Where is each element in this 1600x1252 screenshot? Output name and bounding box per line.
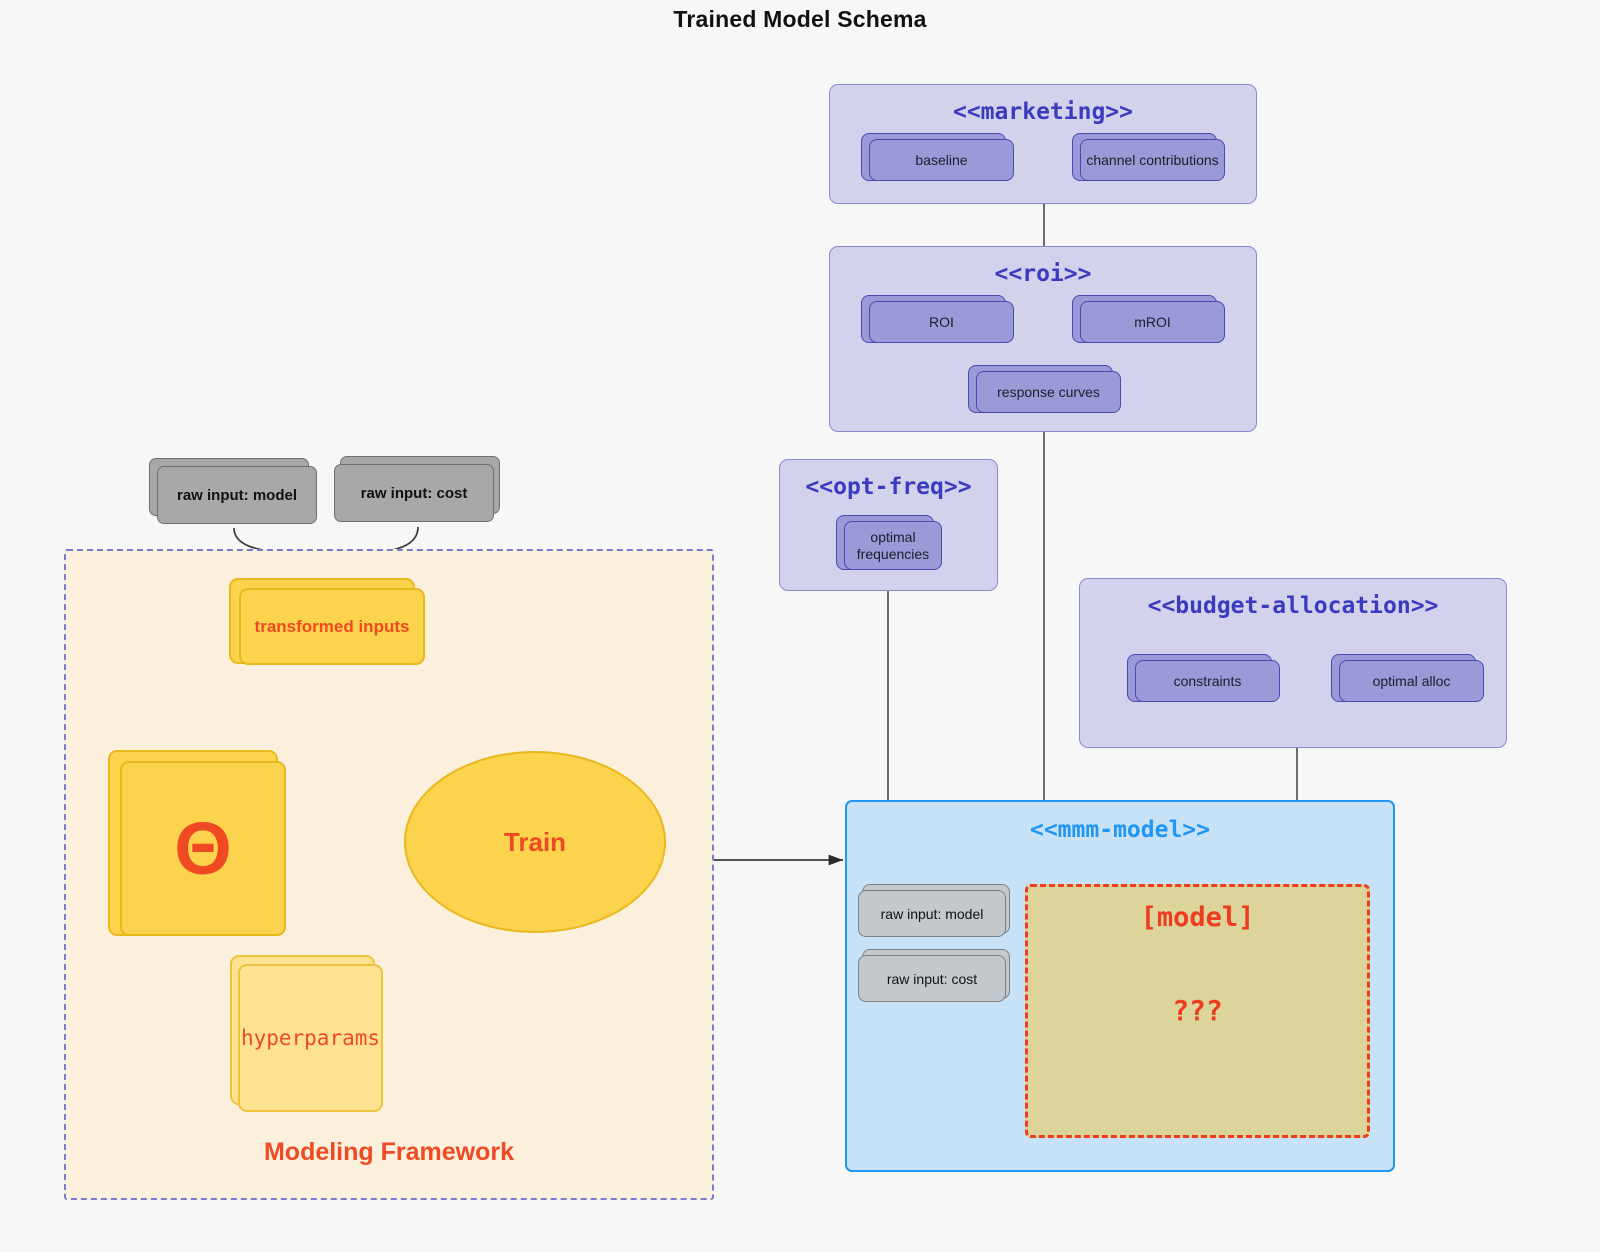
card-roi-label: ROI	[929, 313, 954, 330]
card-channel-contributions-label: channel contributions	[1086, 151, 1219, 168]
package-mmm-model-title: <<mmm-model>>	[1029, 817, 1210, 843]
card-roi[interactable]: ROI	[869, 301, 1014, 343]
package-roi-title: <<roi>>	[994, 261, 1092, 287]
package-opt-freq-title: <<opt-freq>>	[805, 474, 972, 500]
card-constraints-label: constraints	[1173, 672, 1242, 689]
card-mroi-label: mROI	[1134, 313, 1171, 330]
theta-symbol: Θ	[174, 806, 232, 890]
card-optimal-frequencies[interactable]: optimal frequencies	[844, 521, 942, 570]
hyperparams-card[interactable]: hyperparams	[238, 964, 383, 1112]
card-mroi[interactable]: mROI	[1080, 301, 1225, 343]
raw-input-model-label: raw input: model	[177, 486, 297, 504]
card-optimal-alloc[interactable]: optimal alloc	[1339, 660, 1484, 702]
train-ellipse[interactable]: Train	[404, 751, 666, 933]
mmm-raw-input-model-label: raw input: model	[880, 905, 984, 922]
card-optimal-frequencies-label: optimal frequencies	[856, 529, 930, 562]
raw-input-cost-card[interactable]: raw input: cost	[334, 464, 494, 522]
raw-input-model-card[interactable]: raw input: model	[157, 466, 317, 524]
theta-card[interactable]: Θ	[120, 761, 286, 936]
raw-input-cost-label: raw input: cost	[360, 484, 468, 502]
model-placeholder-box[interactable]: [model] ???	[1025, 884, 1370, 1138]
card-response-curves-label: response curves	[997, 383, 1100, 400]
package-marketing-title: <<marketing>>	[952, 99, 1133, 125]
model-unknown-label: ???	[1172, 994, 1223, 1027]
model-placeholder-label: [model]	[1140, 902, 1255, 933]
card-baseline-label: baseline	[915, 151, 968, 168]
mmm-raw-input-cost-card[interactable]: raw input: cost	[858, 955, 1006, 1002]
card-constraints[interactable]: constraints	[1135, 660, 1280, 702]
card-baseline[interactable]: baseline	[869, 139, 1014, 181]
hyperparams-label: hyperparams	[240, 1026, 381, 1050]
card-optimal-alloc-label: optimal alloc	[1372, 672, 1451, 689]
mmm-raw-input-cost-label: raw input: cost	[886, 970, 978, 987]
modeling-framework-label: Modeling Framework	[263, 1138, 515, 1166]
transformed-inputs-label: transformed inputs	[254, 616, 410, 636]
train-label: Train	[503, 826, 567, 857]
card-response-curves[interactable]: response curves	[976, 371, 1121, 413]
transformed-inputs-card[interactable]: transformed inputs	[239, 588, 425, 665]
page-title: Trained Model Schema	[673, 6, 927, 32]
card-channel-contributions[interactable]: channel contributions	[1080, 139, 1225, 181]
mmm-raw-input-model-card[interactable]: raw input: model	[858, 890, 1006, 937]
package-budget-allocation-title: <<budget-allocation>>	[1147, 593, 1439, 619]
